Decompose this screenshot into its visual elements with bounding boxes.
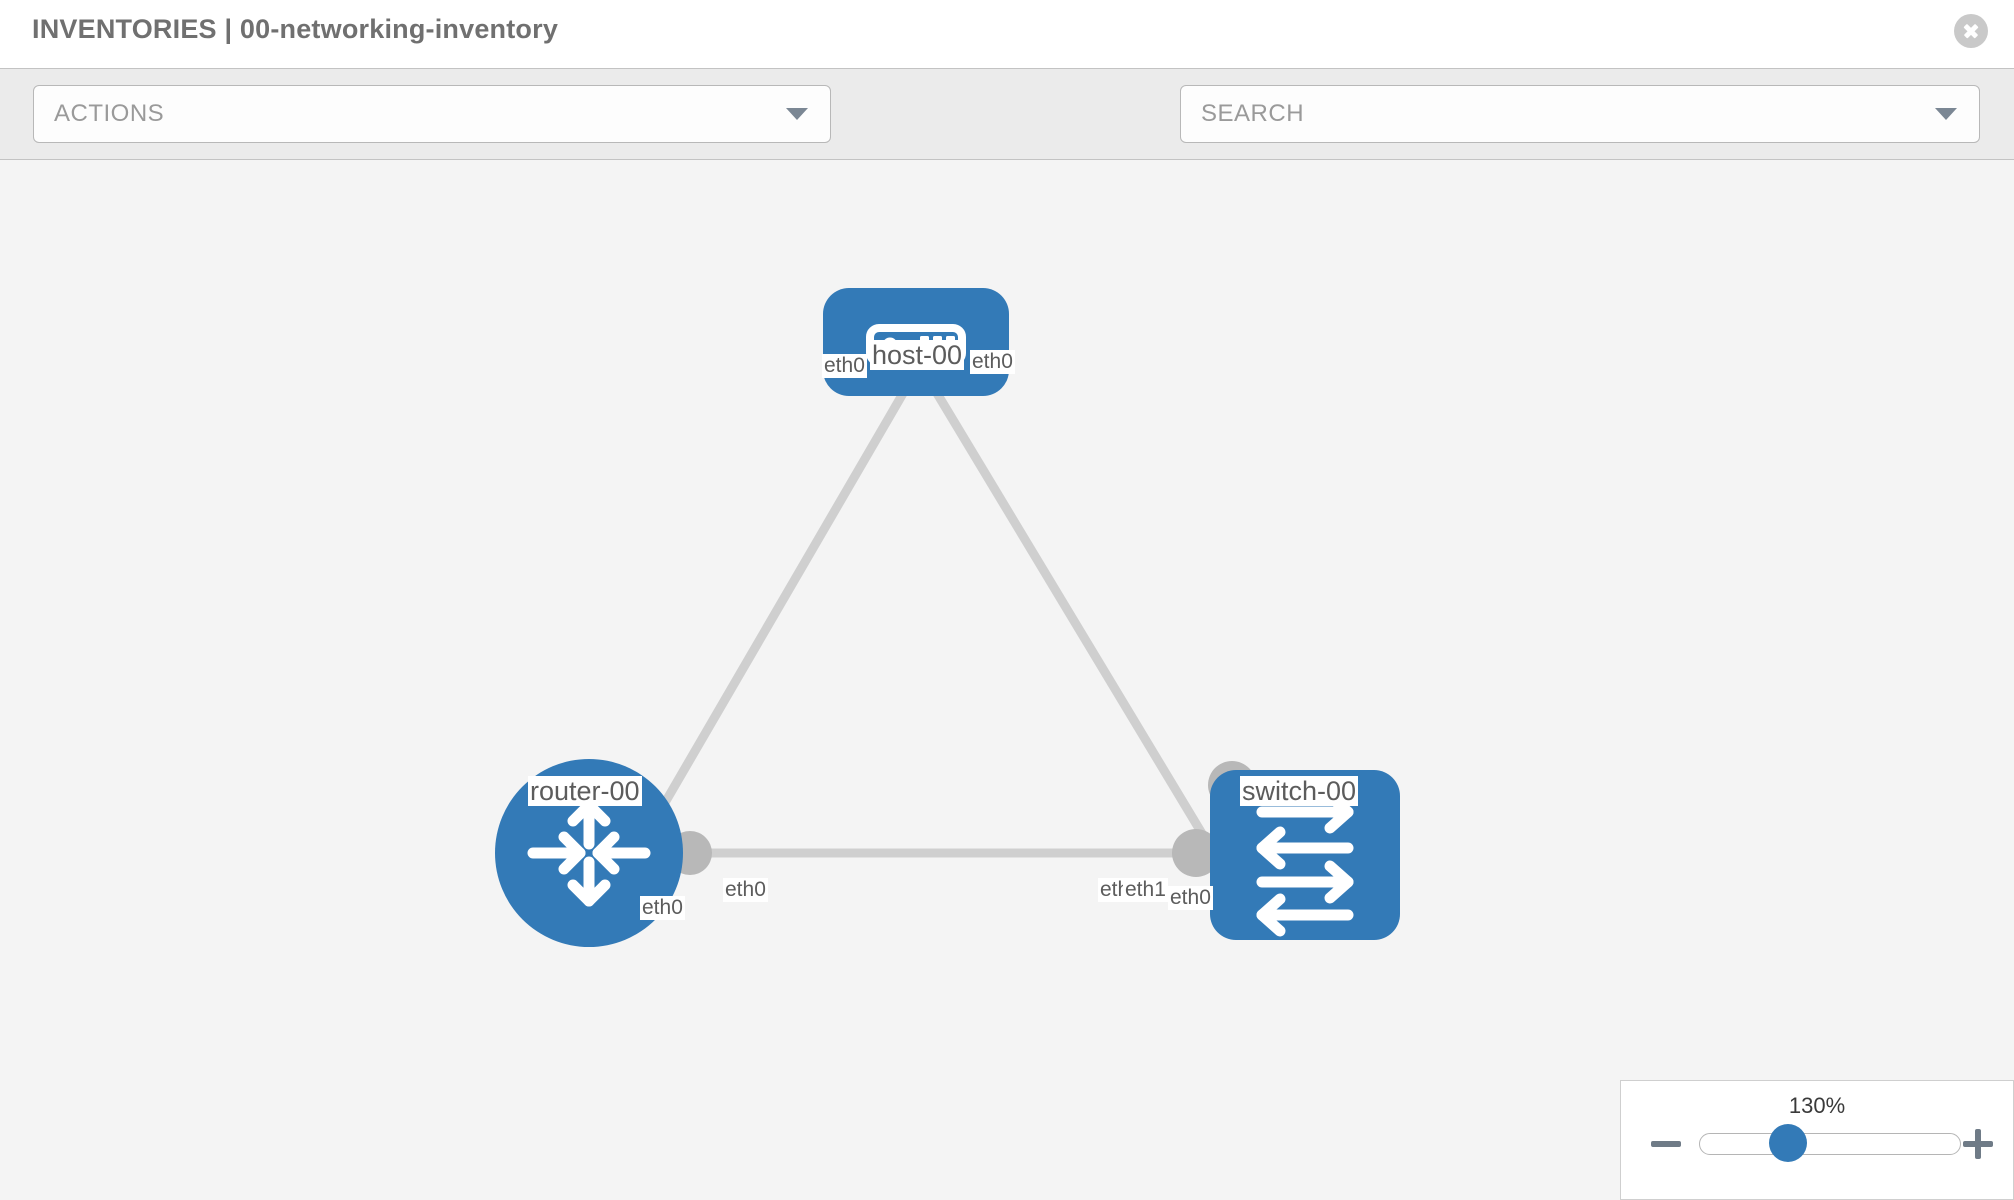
interface-label-switch-upper: eth0: [1168, 886, 1213, 911]
interface-label-router-upper: eth0: [640, 896, 685, 921]
node-label-router-00: router-00: [528, 776, 642, 807]
interface-label-router-right: eth0: [723, 878, 768, 903]
link-host-router: [616, 387, 909, 883]
close-icon[interactable]: [1954, 14, 1988, 48]
search-input[interactable]: SEARCH: [1201, 100, 1305, 127]
zoom-out-button[interactable]: [1651, 1129, 1681, 1159]
zoom-in-button[interactable]: [1963, 1129, 1993, 1159]
node-switch-00[interactable]: [1210, 770, 1400, 940]
toolbar: ACTIONS SEARCH: [0, 68, 2014, 196]
search-dropdown[interactable]: SEARCH: [1180, 85, 1980, 143]
chevron-down-icon: [1935, 108, 1957, 120]
topology-endpoints: [618, 343, 1256, 877]
node-label-switch-00: switch-00: [1240, 776, 1359, 807]
topology-canvas[interactable]: eth0 host-00 eth0 eth0 eth0 eth0 eth eth…: [0, 160, 2014, 1200]
topology-links: [616, 387, 1234, 883]
interface-label-host-left: eth0: [822, 354, 867, 379]
zoom-control-panel: 130%: [1620, 1080, 2014, 1200]
interface-label-host-right: eth0: [970, 350, 1015, 375]
page-title: INVENTORIES | 00-networking-inventory: [32, 14, 559, 44]
topology-graph: [495, 288, 1400, 947]
chevron-down-icon: [786, 108, 808, 120]
actions-dropdown[interactable]: ACTIONS: [33, 85, 831, 143]
link-host-switch: [931, 387, 1234, 883]
zoom-level-value: 130%: [1788, 1093, 1846, 1118]
interface-label-switch-left: eth1: [1123, 878, 1168, 903]
endpoint-switch-left: [1172, 829, 1220, 877]
zoom-slider-thumb[interactable]: [1769, 1124, 1807, 1162]
actions-dropdown-label: ACTIONS: [54, 100, 165, 127]
zoom-slider-track[interactable]: [1699, 1133, 1961, 1155]
node-label-host-00: host-00: [870, 340, 965, 371]
page-header: INVENTORIES | 00-networking-inventory: [0, 0, 2014, 68]
